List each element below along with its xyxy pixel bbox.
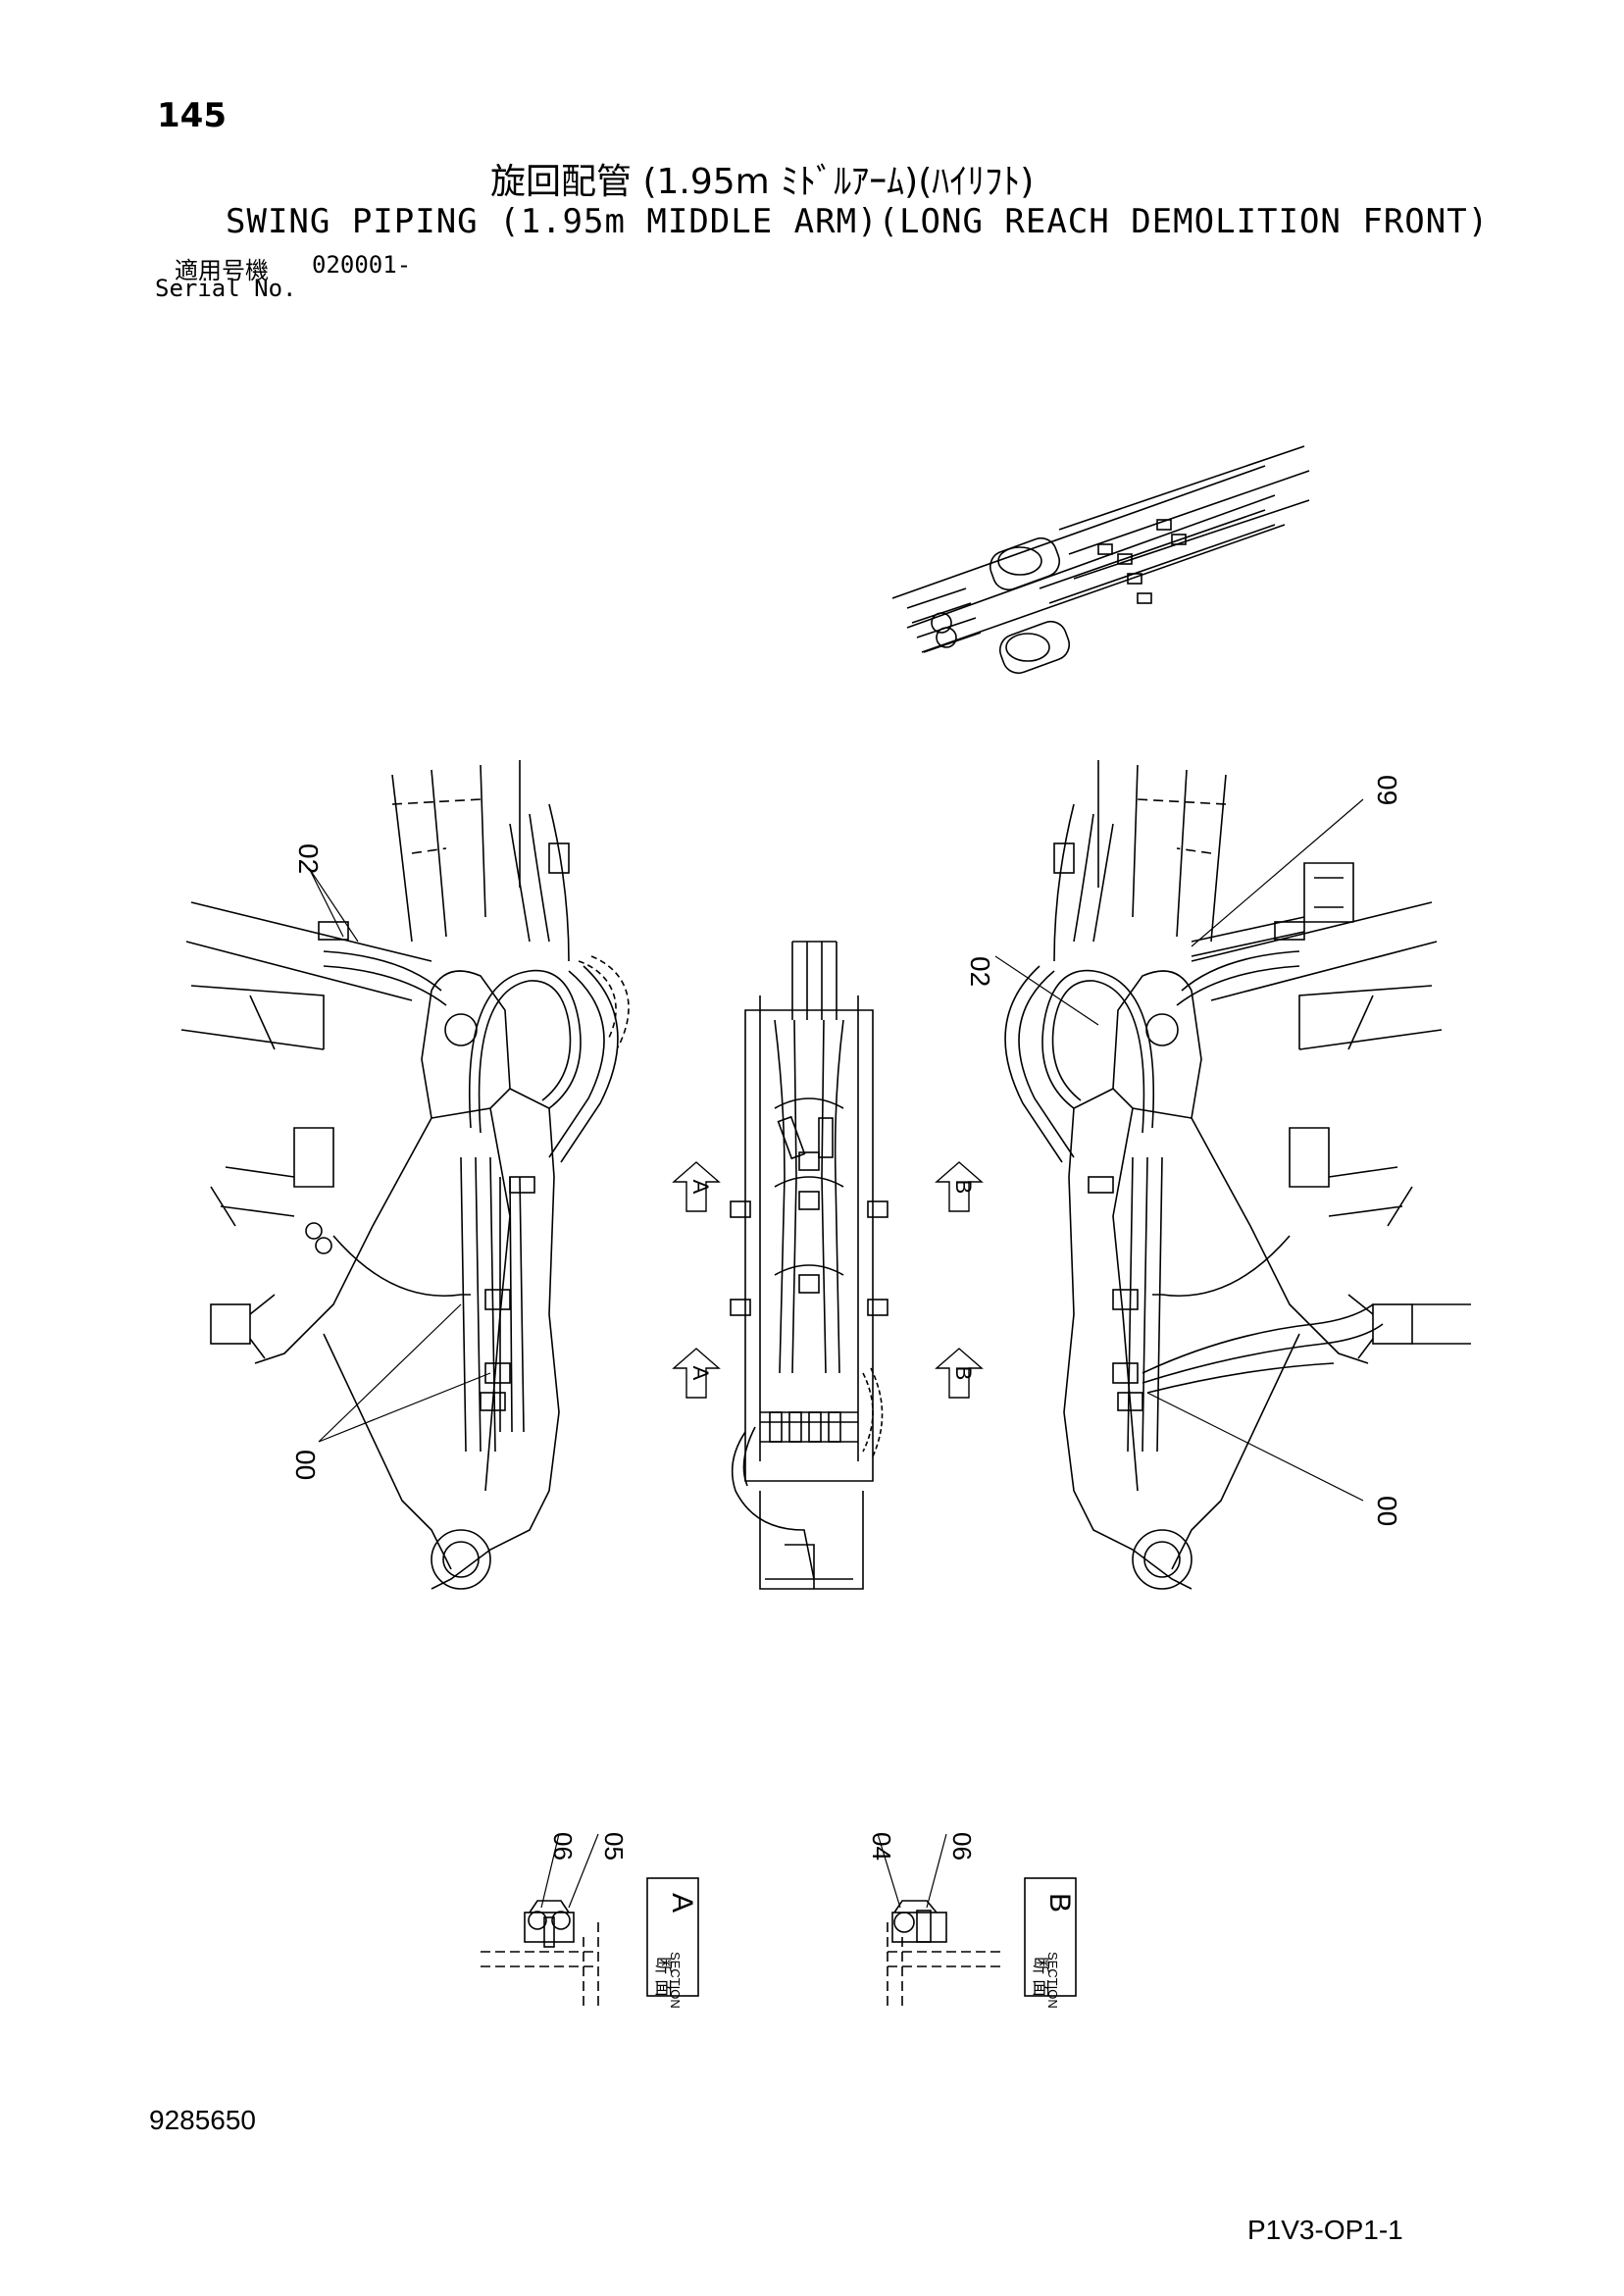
section-a-letter: A (666, 1893, 698, 1913)
callout-right-00: 00 (1372, 1496, 1402, 1526)
callout-section-a-06: 06 (548, 1832, 578, 1861)
page-number: 145 (157, 96, 227, 135)
title-japanese: 旋回配管 (1.95m ﾐﾄﾞﾙｱｰﾑ)(ﾊｲﾘﾌﾄ) (490, 162, 1035, 202)
section-marker-a-lower: A (688, 1366, 713, 1381)
callout-right-09: 09 (1372, 775, 1402, 805)
right-view: 09 02 00 (965, 760, 1471, 1590)
perspective-view (891, 445, 1310, 675)
section-b-detail: 04 06 断 面 SECTION B (867, 1832, 1077, 2011)
center-view: A B A B (672, 941, 984, 1590)
section-a-label: SECTION (668, 1952, 683, 2009)
section-marker-b-upper: B (951, 1180, 976, 1195)
section-marker-b-lower: B (951, 1366, 976, 1381)
callout-right-02: 02 (965, 956, 995, 987)
section-marker-a-upper: A (688, 1180, 713, 1195)
section-b-letter: B (1043, 1893, 1076, 1913)
callout-left-02: 02 (293, 843, 324, 874)
callout-section-b-06: 06 (947, 1832, 977, 1861)
section-a-detail: 06 05 断 面 SECTION A (481, 1832, 699, 2011)
title-english: SWING PIPING (1.95m MIDDLE ARM)(LONG REA… (226, 202, 1490, 241)
callout-section-b-04: 04 (867, 1832, 896, 1861)
document-number: 9285650 (149, 2105, 257, 2135)
callout-left-00: 00 (290, 1450, 321, 1480)
left-view: 02 00 (180, 760, 630, 1590)
callout-section-a-05: 05 (599, 1832, 629, 1861)
page-code: P1V3-OP1-1 (1247, 2215, 1403, 2245)
serial-label: Serial No. (155, 275, 297, 302)
applicability-label: 適用号機 (175, 257, 269, 284)
section-b-kanji: 断 面 (1031, 1957, 1050, 1997)
section-a-kanji: 断 面 (653, 1957, 673, 1997)
applicability-serial: 020001- (312, 251, 412, 279)
section-b-label: SECTION (1045, 1952, 1060, 2009)
